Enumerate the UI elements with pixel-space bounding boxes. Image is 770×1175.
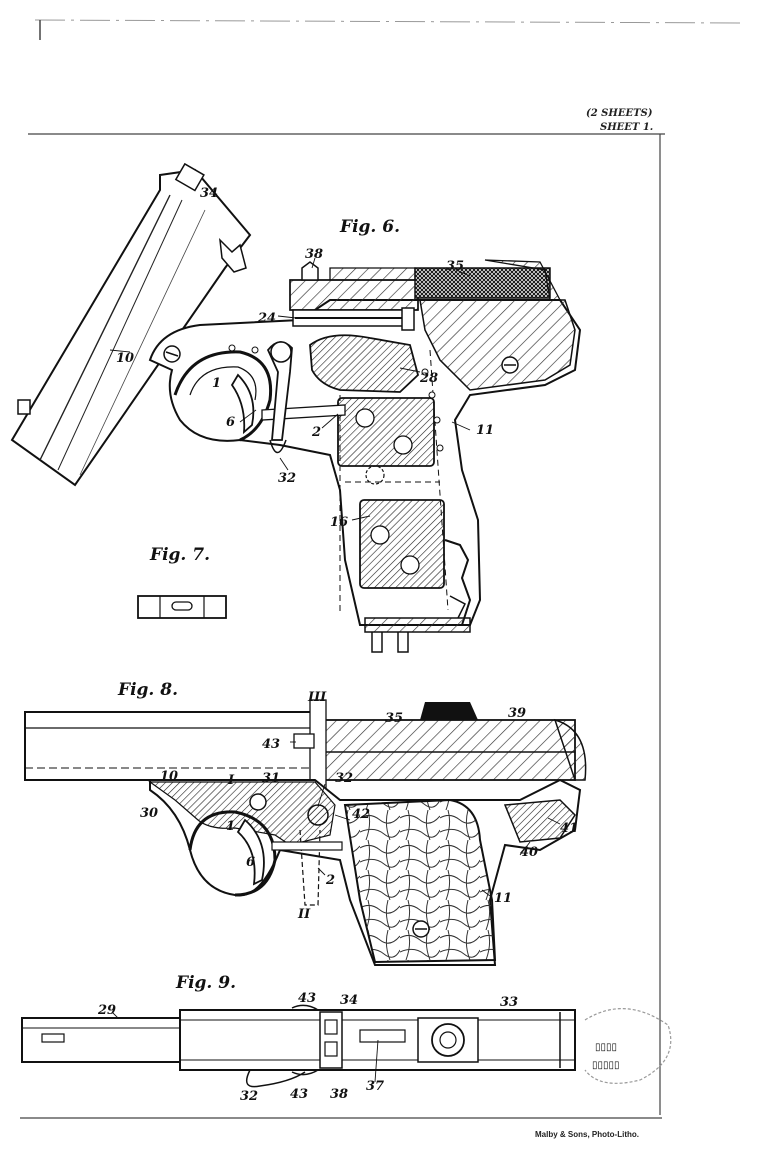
fig6-barrel — [10, 162, 252, 487]
library-stamp — [584, 1008, 672, 1084]
fig6-title: Fig. 6. — [339, 217, 400, 237]
fig8-label-iii: III — [307, 690, 327, 705]
fig6-frame — [148, 259, 582, 653]
fig6-label-34: 34 — [200, 186, 218, 201]
fig8-label-35: 35 — [385, 711, 403, 726]
fig6-label-28: 28 — [419, 371, 438, 386]
lithographer-credit: Malby & Sons, Photo-Litho. — [535, 1130, 639, 1139]
fig8-label-43: 43 — [262, 737, 280, 752]
top-scan-line — [34, 19, 741, 24]
fig9-label-43-bottom: 43 — [290, 1087, 308, 1102]
fig8-label-10: 10 — [160, 769, 178, 784]
fig8-title: Fig. 8. — [117, 680, 178, 700]
fig6-label-16: 16 — [330, 515, 348, 530]
stamp-mark-1: ▯▯▯▯ — [595, 1042, 617, 1053]
stamp-mark-2: ▯▯▯▯▯ — [592, 1060, 620, 1071]
fig6-label-35: 35 — [446, 259, 464, 274]
fig9-label-34: 34 — [340, 993, 358, 1008]
fig9-label-37: 37 — [366, 1079, 384, 1094]
fig6-label-1: 1 — [212, 376, 221, 391]
fig7-title: Fig. 7. — [149, 545, 210, 565]
sheet-number-label: SHEET 1. — [600, 122, 654, 133]
fig8-label-6: 6 — [246, 855, 255, 870]
fig9-label-29: 29 — [97, 1003, 116, 1018]
fig6-label-6: 6 — [226, 415, 235, 430]
fig8-label-1: 1 — [226, 819, 235, 834]
fig8-label-ii: II — [297, 907, 311, 922]
fig8-label-41: 41 — [560, 821, 578, 836]
fig6-label-32: 32 — [278, 471, 296, 486]
figure-6: Fig. 6. 34 38 35 24 10 1 28 6 2 11 32 16 — [10, 162, 582, 653]
fig8-label-11: 11 — [494, 891, 512, 906]
fig8-label-32: 32 — [335, 771, 353, 786]
fig8-label-39: 39 — [508, 706, 526, 721]
fig9-label-43-top: 43 — [298, 991, 316, 1006]
fig8-label-2: 2 — [325, 873, 335, 888]
sheets-count-label: (2 SHEETS) — [586, 108, 653, 119]
fig6-label-38: 38 — [305, 247, 323, 262]
figure-7: Fig. 7. — [137, 545, 227, 619]
fig8-block — [420, 702, 478, 720]
fig8-label-40: 40 — [520, 845, 538, 860]
fig9-label-38: 38 — [330, 1087, 348, 1102]
fig9-title: Fig. 9. — [175, 973, 236, 993]
fig6-label-24: 24 — [257, 311, 276, 326]
fig6-label-10: 10 — [116, 351, 134, 366]
fig8-label-i: I — [227, 773, 235, 788]
fig8-label-42: 42 — [352, 807, 370, 822]
fig8-label-30: 30 — [140, 806, 158, 821]
fig8-label-31: 31 — [262, 771, 280, 786]
fig8-grip — [343, 798, 497, 964]
fig9-label-32: 32 — [240, 1089, 258, 1104]
fig6-label-2: 2 — [311, 425, 321, 440]
fig9-label-33: 33 — [500, 995, 518, 1010]
fig6-label-11: 11 — [476, 423, 494, 438]
figure-9: Fig. 9. ▯▯▯▯ ▯▯▯▯▯ 43 29 34 33 37 32 43 … — [21, 973, 672, 1104]
fig8-barrel — [24, 711, 316, 781]
figure-8: Fig. 8. — [24, 680, 587, 966]
